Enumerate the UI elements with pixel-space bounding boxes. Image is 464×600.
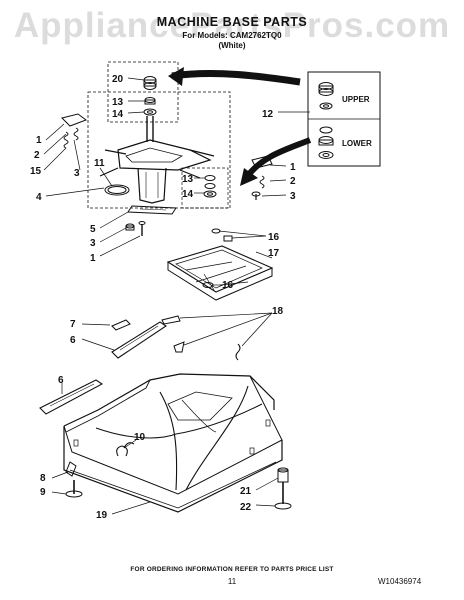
callout-18: 18 <box>272 306 284 317</box>
gearcase <box>99 139 215 204</box>
callout-19: 19 <box>96 510 108 521</box>
callout-1-right: 1 <box>290 162 296 173</box>
callout-1-mid: 1 <box>90 253 96 264</box>
callout-3-mid: 3 <box>90 238 96 249</box>
ordering-note: FOR ORDERING INFORMATION REFER TO PARTS … <box>130 566 334 573</box>
model-line: For Models: CAM2762TQ0 <box>182 31 282 40</box>
callout-13-top: 13 <box>112 97 124 108</box>
part-21-22-foot-right <box>255 467 292 510</box>
callout-22: 22 <box>240 502 252 513</box>
callout-13-lower: 13 <box>182 174 194 185</box>
part-13-14-lower <box>181 167 229 209</box>
part-8-9-foot-left <box>51 461 83 498</box>
right-spring-assembly <box>251 155 287 200</box>
inset-lower-label: LOWER <box>342 139 372 148</box>
part-6-lower-brace <box>39 379 104 415</box>
callout-3-right: 3 <box>290 191 296 202</box>
callout-14-lower: 14 <box>182 189 194 200</box>
part-16-clips <box>202 228 273 288</box>
callout-11: 11 <box>94 158 105 169</box>
part-6-upper-brace <box>81 321 167 359</box>
callout-labels: 20 13 14 12 1 2 15 3 11 4 13 14 1 2 3 5 … <box>30 74 372 521</box>
bearing-inset <box>278 71 381 167</box>
callout-3-left: 3 <box>74 168 80 179</box>
part-14-seal <box>143 108 157 116</box>
color-line: (White) <box>218 41 246 50</box>
callout-6-upper: 6 <box>70 335 76 346</box>
part-20-cap <box>143 76 157 90</box>
callout-12: 12 <box>262 109 274 120</box>
transmission-assembly <box>61 61 312 236</box>
callout-7: 7 <box>70 319 76 330</box>
callout-20: 20 <box>112 74 124 85</box>
part-13-bearing <box>144 97 156 105</box>
callout-5: 5 <box>90 224 96 235</box>
callout-2-left: 2 <box>34 150 40 161</box>
callout-16-lower: 16 <box>222 280 234 291</box>
part-7-clip <box>81 319 131 331</box>
part-3-nut <box>125 223 135 231</box>
part-18-clips <box>161 312 273 361</box>
part-1-bolt <box>138 221 146 236</box>
callout-10: 10 <box>134 432 146 443</box>
part-11-seal-ring <box>104 184 130 196</box>
model-info: For Models: CAM2762TQ0 (White) <box>0 31 464 51</box>
part-19-machine-base <box>63 373 283 513</box>
lower-bearing <box>318 126 334 159</box>
callout-14-top: 14 <box>112 109 124 120</box>
inset-upper-label: UPPER <box>342 95 370 104</box>
callout-21: 21 <box>240 486 252 497</box>
callout-9: 9 <box>40 487 46 498</box>
part-10-hook <box>116 439 137 457</box>
callout-4: 4 <box>36 192 42 203</box>
callout-6-lower: 6 <box>58 375 64 386</box>
part-15-spring <box>61 113 88 149</box>
document-number: W10436974 <box>378 577 422 586</box>
callout-16-top: 16 <box>268 232 280 243</box>
page-title: MACHINE BASE PARTS <box>156 15 308 29</box>
upper-bearing <box>318 82 334 110</box>
callout-8: 8 <box>40 473 46 484</box>
part-5-bracket <box>127 205 177 215</box>
callout-15: 15 <box>30 166 42 177</box>
part-17-support-frame <box>166 245 274 301</box>
callout-2-right: 2 <box>290 176 296 187</box>
watermark: AppliancePartsPros.com <box>13 6 451 45</box>
callout-1-left: 1 <box>36 135 42 146</box>
leader-lines <box>43 77 249 515</box>
callout-17: 17 <box>268 248 280 259</box>
page-number: 11 <box>227 577 237 586</box>
